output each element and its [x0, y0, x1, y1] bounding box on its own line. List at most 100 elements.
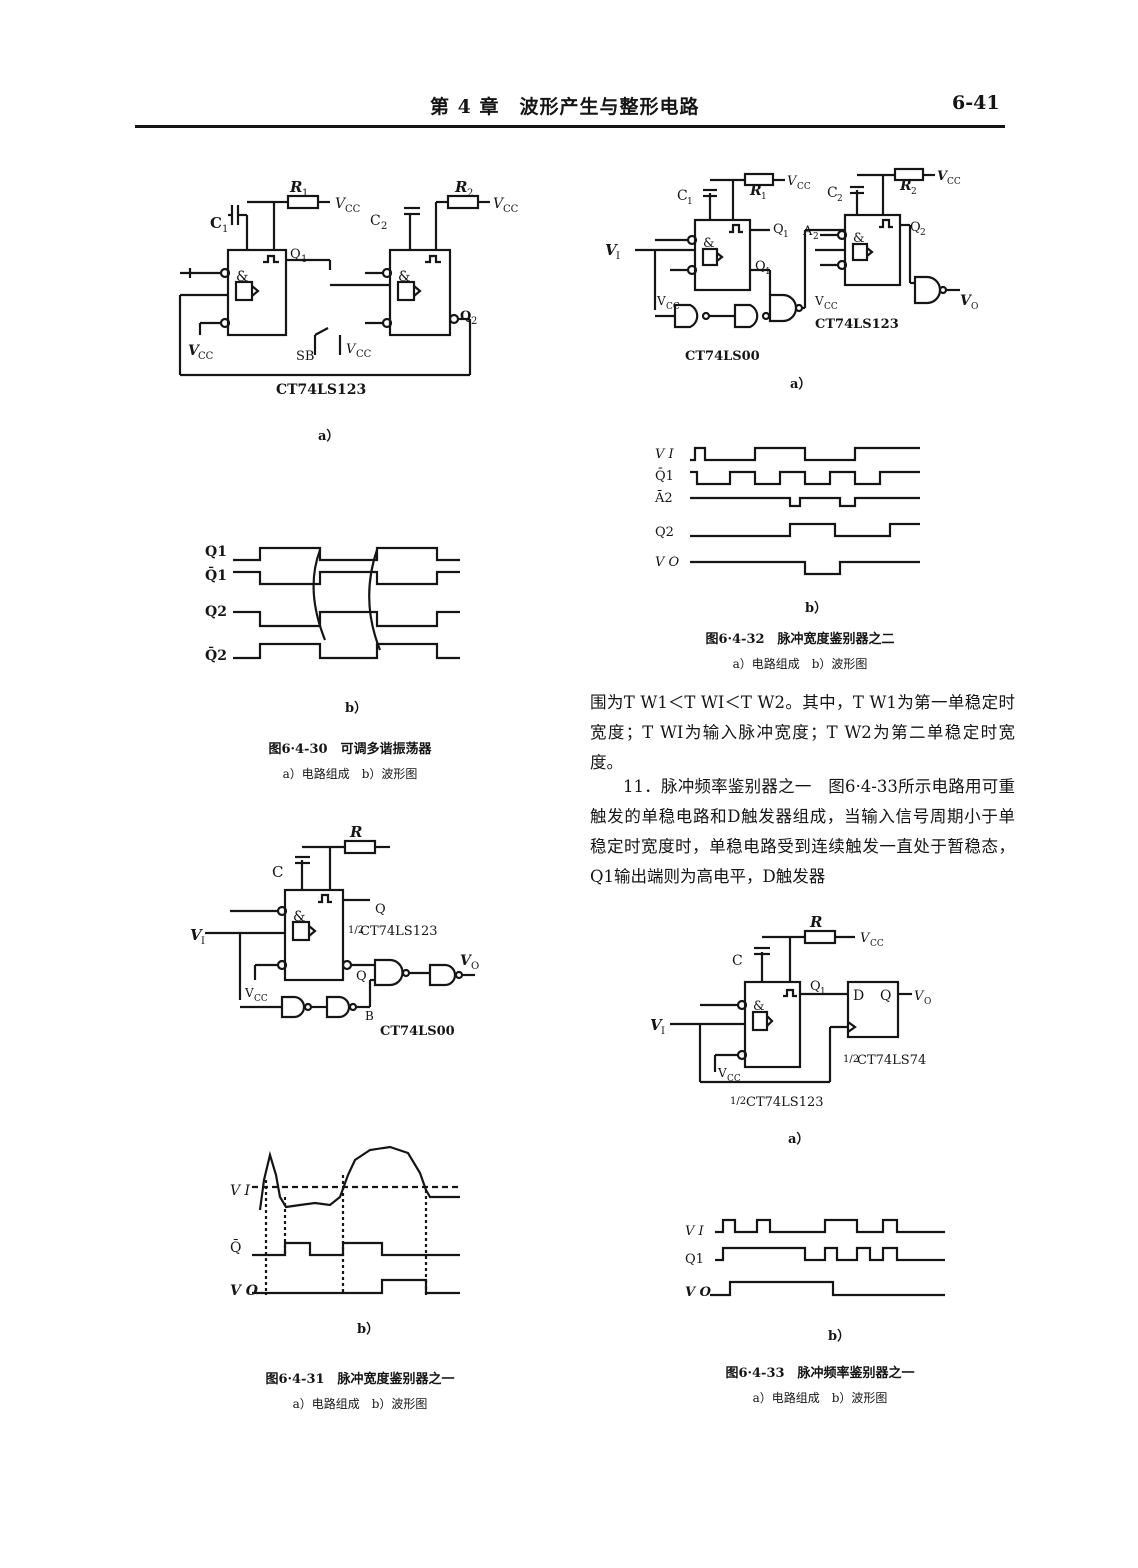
svg-text:2: 2 [813, 232, 819, 242]
fig32-wave-label-vi: V I [655, 447, 675, 462]
fig33-wave-label-q1: Q1 [685, 1252, 704, 1267]
svg-text:R: R [454, 178, 467, 196]
fig31-wave-label-vi: V I [230, 1183, 251, 1199]
fig30-wave-label-q1bar: Q̄1 [205, 565, 227, 584]
fig30-wave-label-q1: Q1 [205, 544, 227, 560]
svg-text:R: R [749, 183, 762, 199]
fig33-wave-vo [710, 1280, 945, 1297]
fig30-caption: 图6·4-30 可调多谐振荡器 [268, 742, 432, 757]
fig31-nand-4 [325, 995, 351, 1019]
fig30-wave-q1bar [233, 570, 460, 586]
svg-text:1/2: 1/2 [843, 1054, 859, 1065]
svg-text:CT74LS123: CT74LS123 [815, 317, 899, 332]
fig30-chip2 [388, 248, 452, 337]
svg-text:V: V [188, 343, 201, 359]
svg-text:1: 1 [761, 192, 767, 202]
fig33-label-a: a） [788, 1132, 810, 1147]
svg-text:V: V [346, 342, 357, 357]
fig32-wave-label-a2bar: Ā2 [654, 490, 673, 506]
fig31-circuit: & R C Q 1/2 CT74LS123 Q V I V O V CC B C… [190, 823, 479, 1039]
fig32-label-b: b） [805, 601, 828, 616]
svg-text:I: I [616, 251, 620, 262]
svg-text:2: 2 [467, 188, 473, 199]
fig32-subcaption: a）电路组成 b）波形图 [732, 657, 868, 671]
svg-text:Q: Q [910, 220, 921, 235]
fig33-wave-label-vo: V O [685, 1285, 712, 1300]
svg-text:V: V [650, 1016, 663, 1034]
svg-text:O: O [924, 997, 931, 1007]
svg-text:CT74LS123: CT74LS123 [360, 924, 438, 939]
svg-text:1/2: 1/2 [730, 1096, 746, 1107]
fig33-waveforms: V I Q1 V O [685, 1218, 945, 1300]
svg-text:1/2: 1/2 [348, 925, 364, 936]
fig30-wave-label-q2: Q2 [205, 604, 227, 620]
svg-text:R: R [349, 823, 362, 841]
svg-text:C: C [210, 214, 222, 232]
fig32-wave-label-vo: V O [655, 555, 680, 570]
fig33-dff [846, 980, 900, 1039]
svg-text:V: V [493, 196, 505, 212]
svg-text:CC: CC [254, 994, 268, 1004]
fig32-wave-vi [690, 446, 920, 462]
svg-text:C: C [732, 953, 743, 969]
fig31-wave-qbar [252, 1241, 460, 1257]
svg-text:D: D [853, 988, 864, 1004]
svg-text:CC: CC [345, 204, 361, 215]
fig31-nand-1 [373, 958, 404, 987]
fig31-wave-vo [252, 1278, 460, 1295]
svg-text:2: 2 [911, 187, 917, 197]
svg-text:V: V [656, 294, 666, 308]
svg-text:C: C [370, 213, 381, 229]
svg-text:Q: Q [773, 222, 784, 237]
fig32-nand-1 [673, 303, 699, 329]
svg-text:Q: Q [755, 259, 766, 274]
fig33-wave-vi [715, 1218, 945, 1234]
fig33-caption: 图6·4-33 脉冲频率鉴别器之一 [725, 1366, 915, 1381]
header-rule [135, 125, 1005, 128]
svg-text:&: & [853, 231, 865, 246]
fig32-wave-q2 [690, 522, 920, 538]
svg-text:Q: Q [810, 979, 821, 994]
fig33-wave-label-vi: V I [685, 1224, 705, 1239]
svg-text:2: 2 [837, 194, 843, 204]
svg-text:CC: CC [666, 302, 680, 312]
page-number: 6-41 [952, 92, 1000, 114]
fig30-label-b: b） [345, 701, 368, 716]
fig32-output-nand [913, 275, 942, 305]
svg-text:Q: Q [880, 988, 891, 1004]
svg-text:1: 1 [820, 987, 826, 997]
fig31-caption: 图6·4-31 脉冲宽度鉴别器之一 [265, 1372, 455, 1387]
svg-text:V: V [914, 989, 925, 1004]
svg-text:CC: CC [503, 204, 519, 215]
svg-text:Q: Q [356, 969, 367, 984]
svg-text:CC: CC [356, 349, 372, 360]
svg-text:C: C [677, 188, 688, 204]
svg-text:1: 1 [687, 197, 693, 207]
svg-text:V: V [960, 293, 973, 309]
fig32-wave-a2bar [690, 496, 920, 508]
svg-text:2: 2 [920, 228, 926, 238]
svg-text:CT74LS00: CT74LS00 [380, 1024, 455, 1039]
fig32-chip1 [693, 218, 752, 292]
svg-text:1: 1 [301, 254, 307, 265]
fig33-wave-q1 [715, 1246, 945, 1262]
svg-text:O: O [471, 961, 479, 972]
fig33-label-b: b） [828, 1329, 851, 1344]
fig30-circuit: & & R 1 V CC C 1 Q 1 R 2 V CC [178, 178, 519, 398]
svg-text:CC: CC [198, 351, 214, 362]
fig31-wave-label-vo: V O [230, 1283, 259, 1299]
fig31-wave-vi [258, 1145, 460, 1211]
svg-text:I: I [201, 936, 205, 947]
svg-text:R: R [899, 178, 912, 194]
svg-text:C: C [827, 185, 838, 201]
fig32-wave-label-q2: Q2 [655, 525, 674, 540]
svg-text:CT74LS00: CT74LS00 [685, 349, 760, 364]
fig31-subcaption: a）电路组成 b）波形图 [292, 1397, 428, 1411]
fig32-circuit: & & R 1 V CC C 1 Q 1 Q 1 V [605, 167, 978, 364]
fig32-caption: 图6·4-32 脉冲宽度鉴别器之二 [705, 632, 895, 647]
fig31-wave-label-qbar: Q̄ [230, 1238, 241, 1256]
svg-text:I: I [661, 1026, 665, 1037]
svg-text:V: V [460, 953, 473, 969]
svg-text:CT74LS123: CT74LS123 [276, 382, 366, 398]
body-paragraph-2: 11．脉冲频率鉴别器之一 图6·4-33所示电路用可重触发的单稳电路和D触发器组… [590, 777, 1015, 886]
